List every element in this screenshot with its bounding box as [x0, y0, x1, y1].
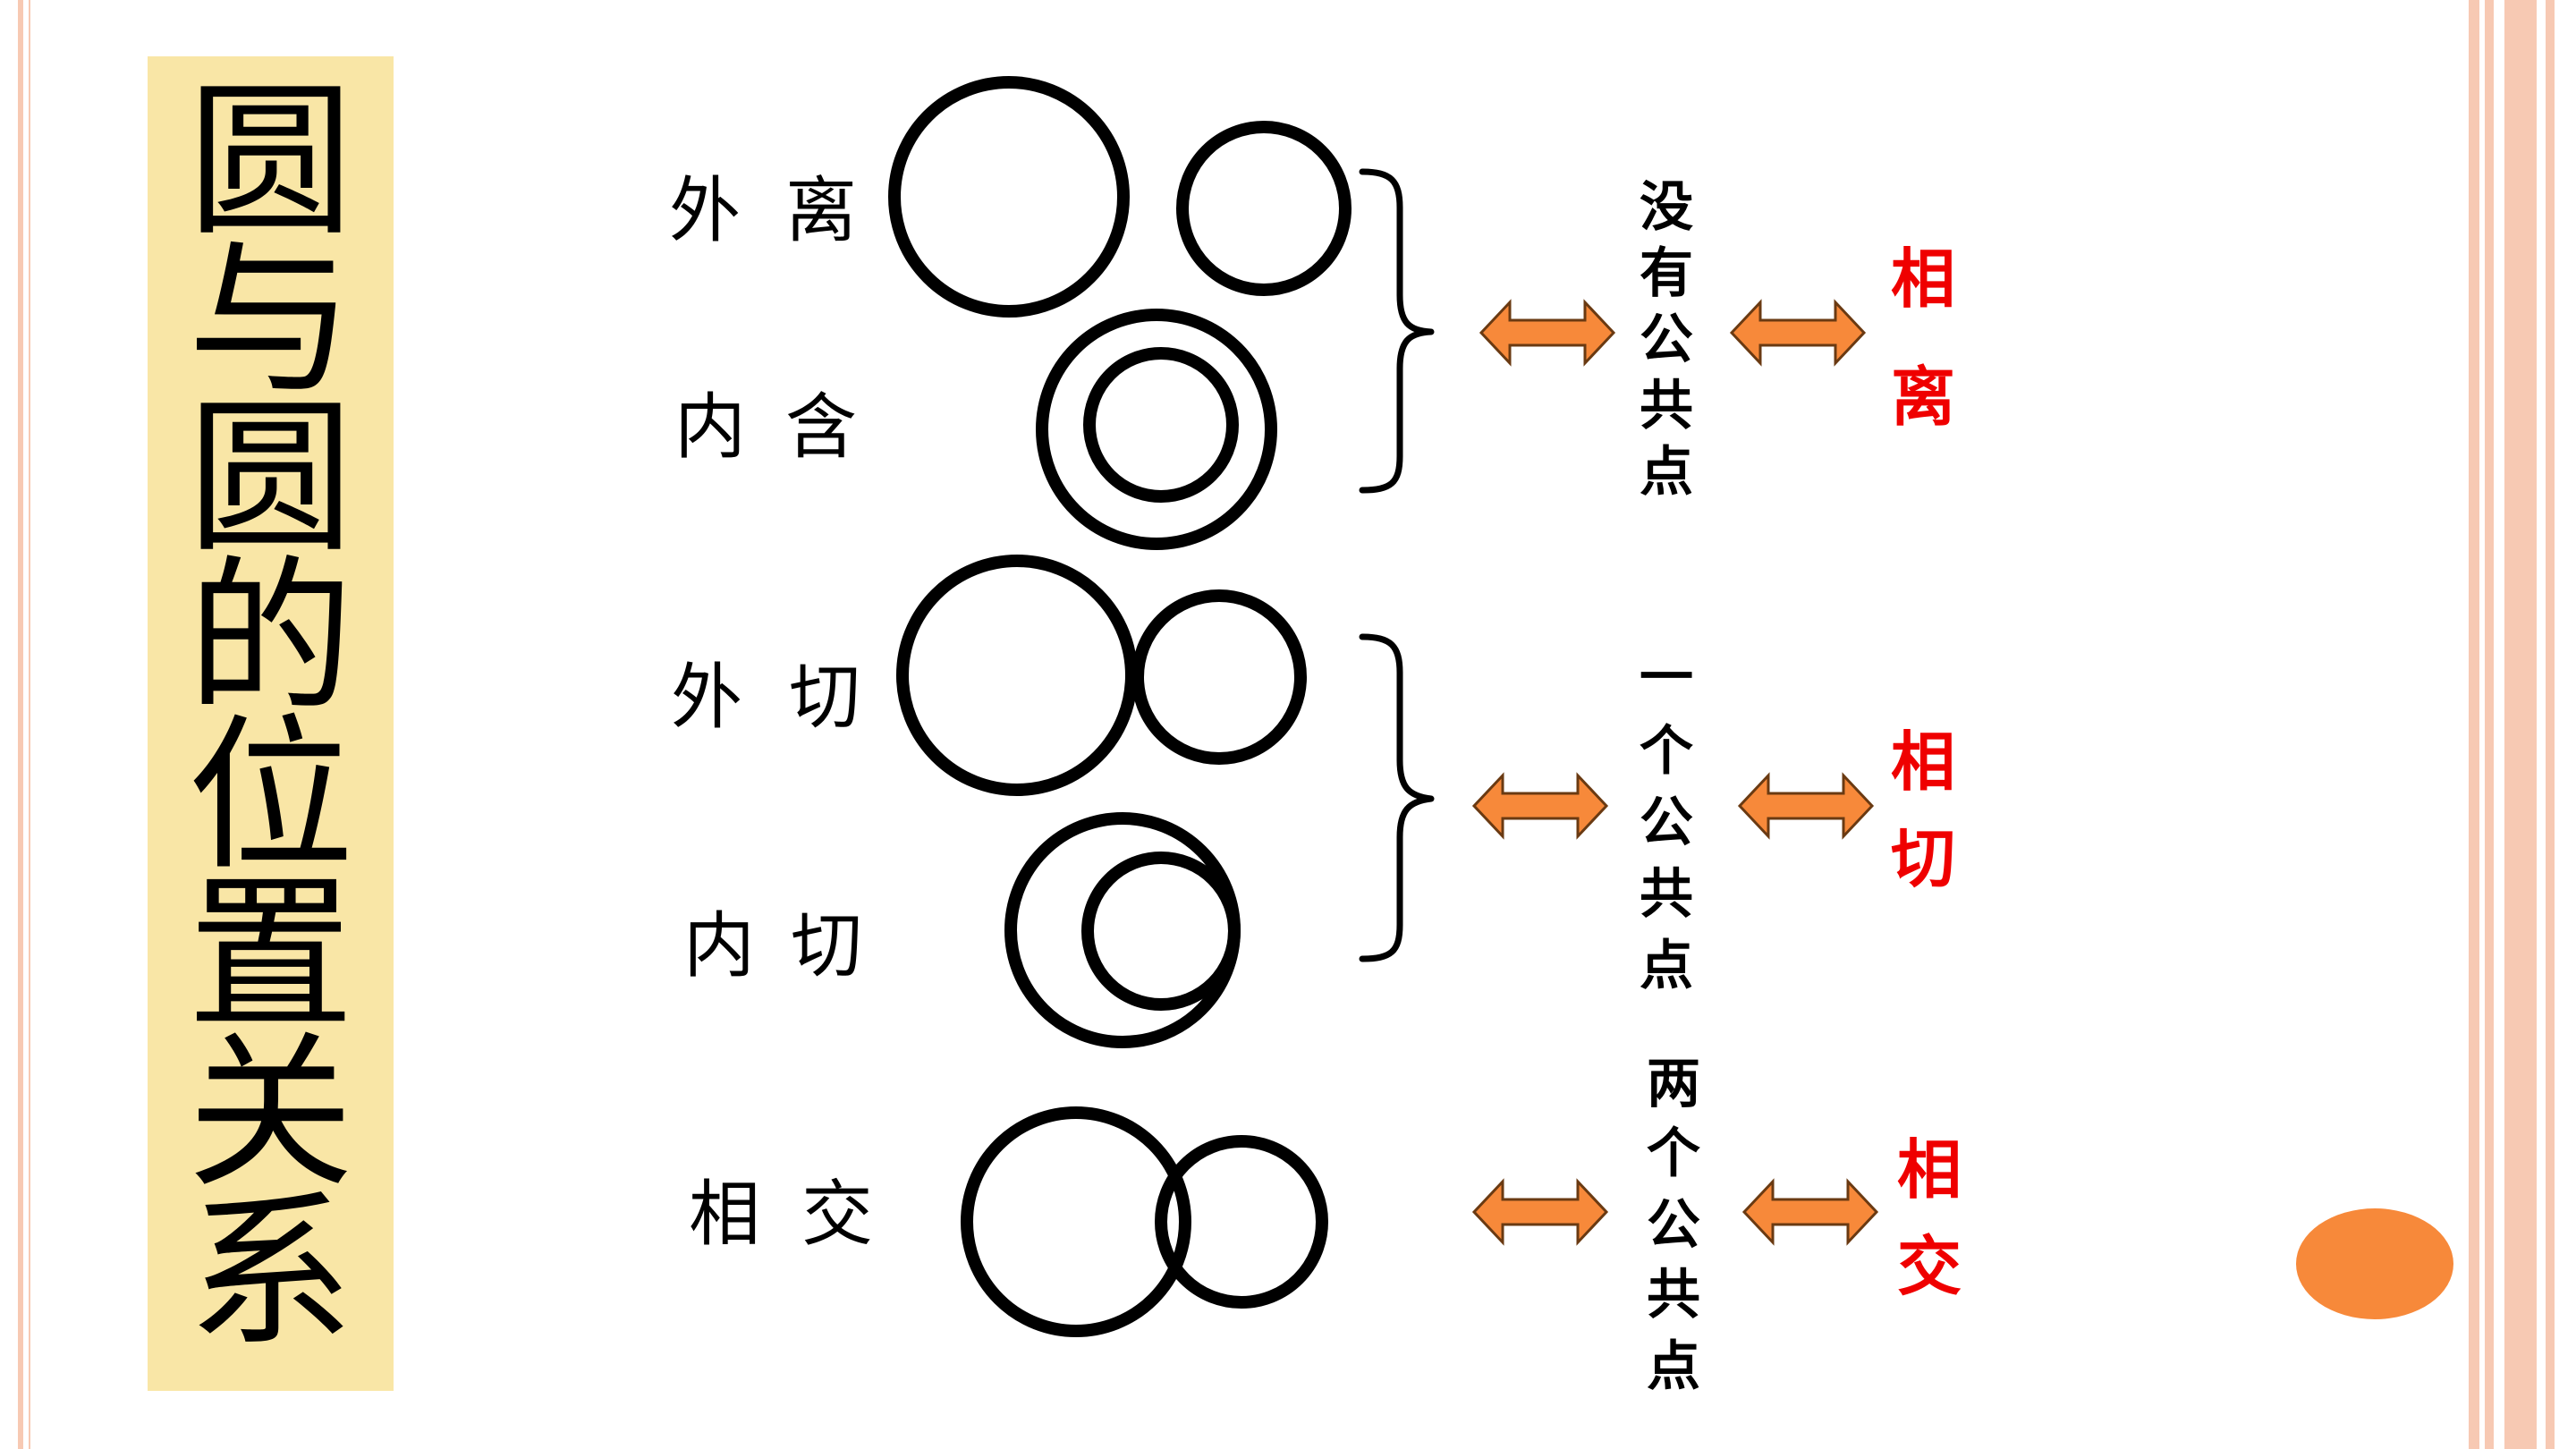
result-char: 切 — [1890, 820, 1955, 896]
right-border-stripe-4 — [2546, 0, 2555, 1449]
circle-intersect-small — [1155, 1135, 1328, 1309]
circle-tangent-int-outer — [1004, 812, 1241, 1048]
title-panel — [148, 56, 394, 1391]
result-char: 离 — [1890, 359, 1955, 435]
points-char: 共 — [1640, 863, 1693, 926]
title-char: 位 — [187, 699, 354, 893]
points-char: 个 — [1647, 1123, 1700, 1185]
points-char: 共 — [1647, 1264, 1700, 1326]
result-char: 交 — [1896, 1228, 1962, 1304]
right-border-stripe-3 — [2504, 0, 2537, 1449]
title-char: 关 — [187, 1016, 354, 1210]
row-label-contain-b: 含 — [785, 386, 857, 469]
row-label-intersect-b: 交 — [801, 1173, 873, 1256]
right-border-stripe-2 — [2485, 0, 2494, 1449]
points-char: 公 — [1640, 309, 1693, 371]
circle-contain-inner — [1083, 347, 1239, 503]
points-char: 点 — [1640, 441, 1693, 504]
title-char: 系 — [187, 1175, 354, 1369]
title-char: 置 — [187, 858, 354, 1052]
row-label-tangent-int-b: 切 — [791, 904, 862, 987]
left-border-stripe — [18, 0, 23, 1449]
points-char: 两 — [1647, 1053, 1700, 1115]
points-char: 公 — [1647, 1194, 1700, 1257]
title-char: 圆 — [187, 381, 354, 575]
row-label-intersect-a: 相 — [689, 1173, 760, 1256]
double-arrow-icon — [1479, 301, 1615, 365]
points-char: 点 — [1640, 935, 1693, 997]
points-char: 个 — [1640, 720, 1693, 783]
left-border-stripe-thin — [29, 0, 30, 1449]
double-arrow-icon — [1742, 1180, 1878, 1244]
row-label-separate-a: 外 — [669, 169, 741, 252]
circle-separate-small — [1176, 121, 1352, 296]
points-char: 一 — [1640, 647, 1693, 709]
result-char: 相 — [1890, 724, 1955, 800]
brace-icon — [1359, 633, 1435, 962]
row-label-tangent-ext-b: 切 — [789, 656, 860, 739]
circle-contain-outer — [1036, 309, 1277, 550]
row-label-tangent-int-a: 内 — [683, 904, 755, 987]
points-char: 共 — [1640, 375, 1693, 437]
row-label-tangent-ext-a: 外 — [671, 656, 742, 739]
double-arrow-icon — [1472, 1180, 1608, 1244]
points-char: 没 — [1640, 176, 1693, 239]
circle-tangent-ext-large — [896, 555, 1138, 796]
title-char: 与 — [187, 223, 354, 417]
double-arrow-icon — [1730, 301, 1866, 365]
circle-tangent-int-inner — [1081, 852, 1241, 1011]
title-char: 的 — [187, 540, 354, 734]
double-arrow-icon — [1472, 774, 1608, 838]
brace-icon — [1359, 168, 1435, 494]
result-char: 相 — [1890, 241, 1955, 317]
points-char: 有 — [1640, 242, 1693, 305]
result-char: 相 — [1896, 1131, 1962, 1208]
points-char: 公 — [1640, 792, 1693, 854]
title-char: 圆 — [187, 64, 354, 258]
points-char: 点 — [1647, 1335, 1700, 1398]
orange-dot-icon — [2296, 1208, 2453, 1319]
circle-separate-large — [888, 76, 1130, 318]
double-arrow-icon — [1738, 774, 1874, 838]
circle-tangent-ext-small — [1131, 589, 1307, 765]
right-border-stripe — [2469, 0, 2479, 1449]
row-label-separate-b: 离 — [785, 169, 857, 252]
row-label-contain-a: 内 — [674, 386, 746, 469]
circle-intersect-large — [961, 1106, 1191, 1337]
